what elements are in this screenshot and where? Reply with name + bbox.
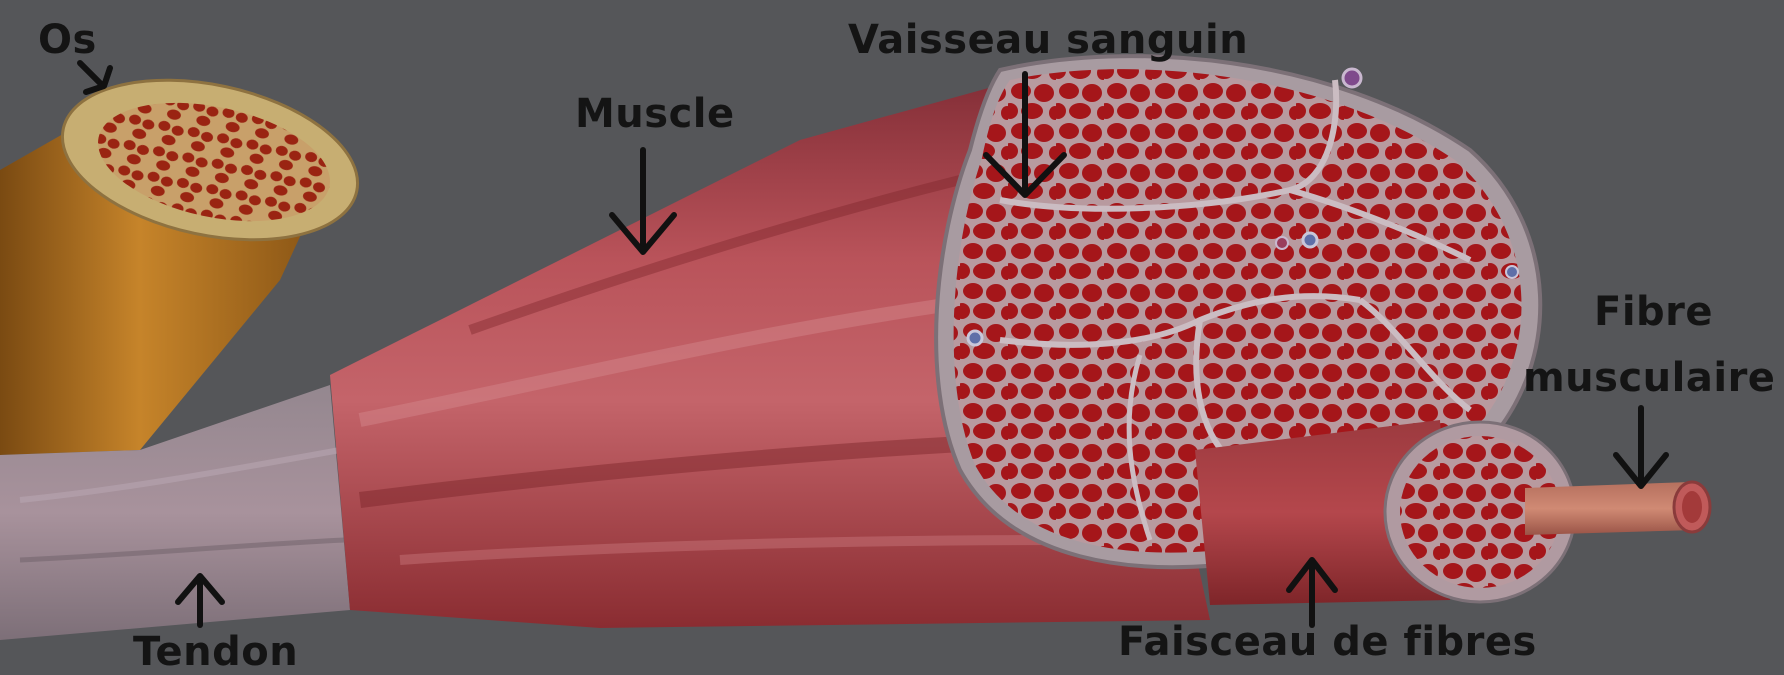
arrow-os bbox=[80, 63, 110, 92]
muscle-fiber bbox=[1525, 482, 1710, 535]
fascicle-bundle bbox=[1195, 420, 1575, 605]
blood-vessel bbox=[1276, 237, 1288, 249]
label-tendon: Tendon bbox=[133, 630, 298, 674]
blood-vessel bbox=[968, 331, 982, 345]
arrow-fibre bbox=[1616, 408, 1666, 486]
label-muscle: Muscle bbox=[575, 92, 735, 136]
label-os: Os bbox=[38, 18, 97, 62]
label-vaisseau-sanguin: Vaisseau sanguin bbox=[848, 18, 1248, 62]
label-fibre: Fibre bbox=[1594, 290, 1713, 334]
label-faisceau-de-fibres: Faisceau de fibres bbox=[1118, 620, 1537, 664]
blood-vessel bbox=[1343, 69, 1361, 87]
blood-vessel bbox=[1506, 266, 1518, 278]
label-musculaire: musculaire bbox=[1523, 356, 1775, 400]
blood-vessel bbox=[1303, 233, 1317, 247]
